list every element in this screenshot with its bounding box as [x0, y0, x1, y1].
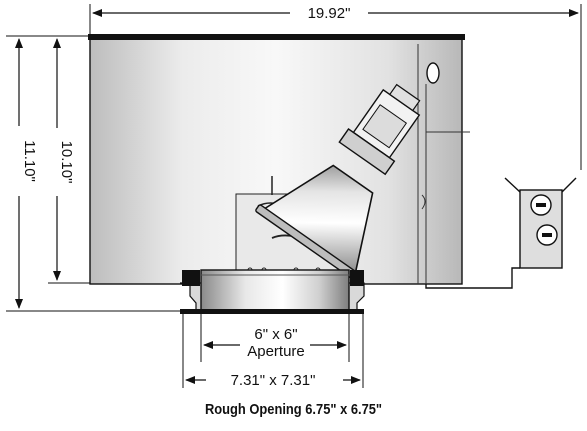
- trim-ring: [180, 269, 365, 314]
- aperture-dimension: 6" x 6" Aperture: [200, 314, 350, 362]
- overall-width-label: 19.92": [308, 5, 351, 22]
- junction-box: [425, 177, 577, 289]
- aperture-size-label: 6" x 6": [254, 326, 297, 343]
- overall-height-label: 11.10": [21, 140, 38, 182]
- overall-height-dimension: 11.10": [6, 35, 196, 312]
- overall-width-dimension: 19.92": [89, 4, 582, 170]
- knockout-hole: [426, 62, 440, 84]
- housing-height-dimension: 10.10": [48, 38, 90, 284]
- rough-opening-caption: Rough Opening 6.75" x 6.75": [204, 401, 383, 418]
- housing-height-label: 10.10": [58, 141, 75, 184]
- lamp-assembly: [255, 83, 421, 282]
- trim-dimension: 7.31" x 7.31": [182, 314, 364, 389]
- trim-size-label: 7.31" x 7.31": [231, 372, 316, 389]
- aperture-label: Aperture: [247, 343, 305, 360]
